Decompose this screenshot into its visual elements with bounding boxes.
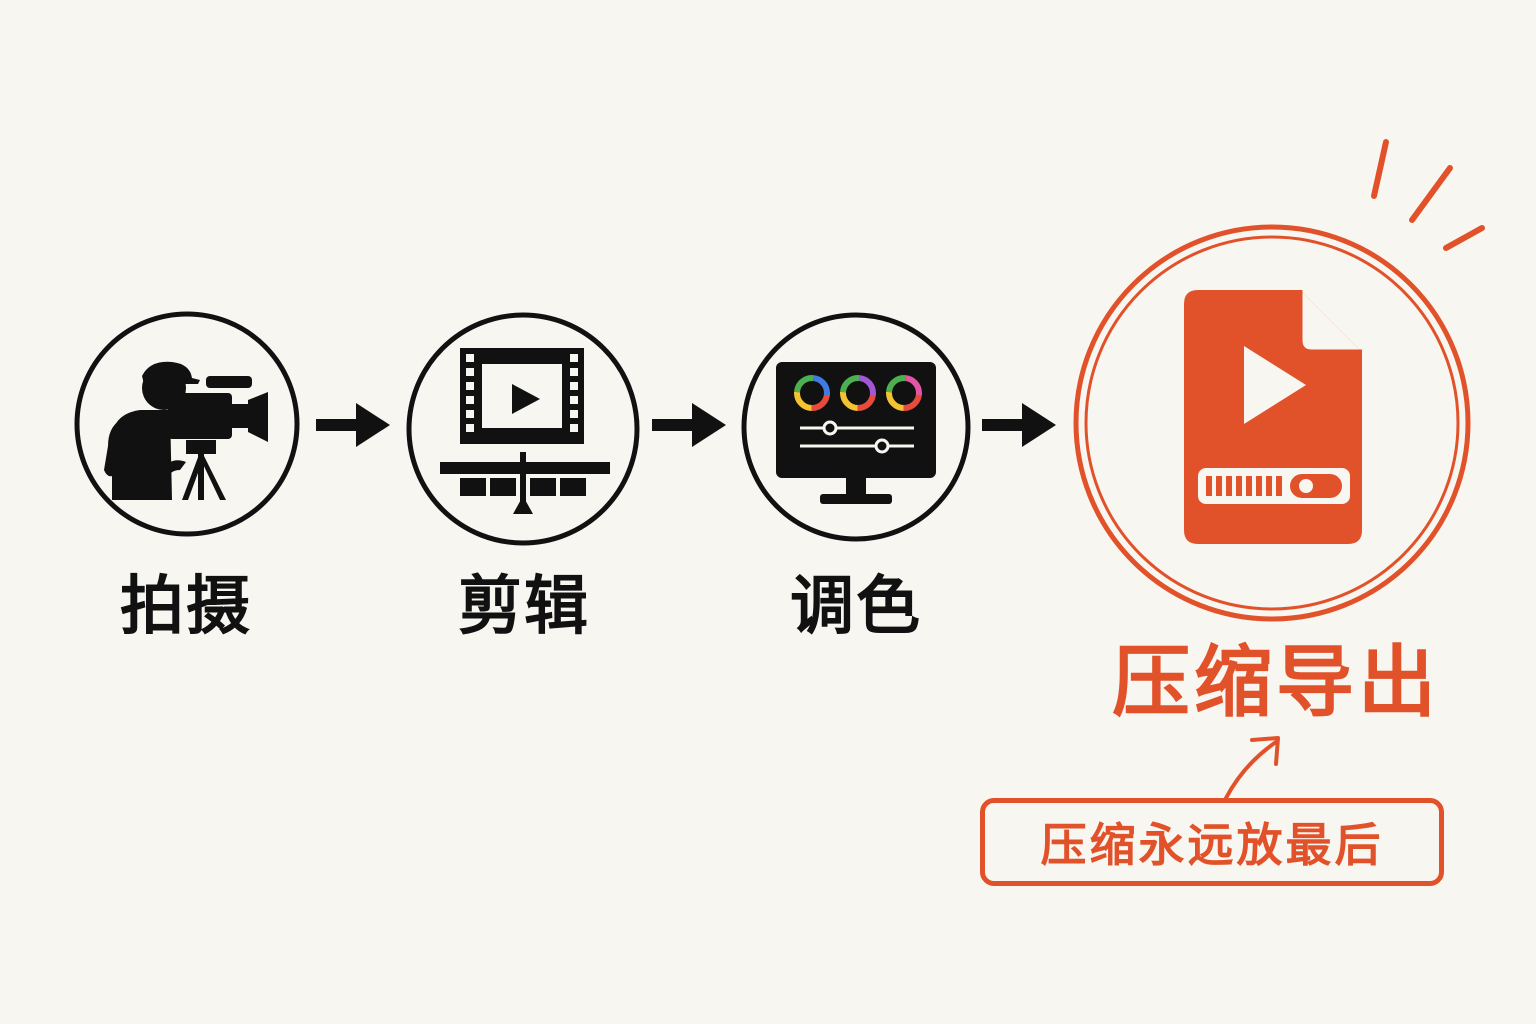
step-edit-circle (406, 312, 640, 546)
step-shoot-circle (74, 311, 300, 537)
step-label-shoot: 拍摄 (120, 570, 252, 644)
emphasis-sparks (1371, 139, 1485, 251)
step-export-inner-circle (1084, 235, 1460, 611)
film-editing-timeline-icon (440, 348, 610, 514)
arrow-2 (652, 403, 726, 447)
step-label-grade: 调色 (790, 570, 922, 644)
step-edit (406, 312, 640, 546)
note-callout: 压缩永远放最后 (980, 798, 1444, 886)
compressed-video-file-icon (1184, 290, 1362, 544)
step-shoot (74, 311, 300, 537)
note-pointer-arrow (1224, 736, 1280, 800)
step-export (1073, 139, 1485, 622)
video-camera-operator-icon (104, 361, 268, 500)
step-grade-circle (741, 312, 971, 542)
color-grading-monitor-icon (776, 362, 936, 504)
note-text: 压缩永远放最后 (1040, 818, 1384, 872)
step-label-edit: 剪辑 (458, 570, 590, 644)
arrow-1 (316, 403, 390, 447)
step-label-export: 压缩导出 (1111, 638, 1441, 728)
step-grade (741, 312, 971, 542)
step-export-outer-circle (1073, 224, 1471, 622)
arrow-3 (982, 403, 1056, 447)
